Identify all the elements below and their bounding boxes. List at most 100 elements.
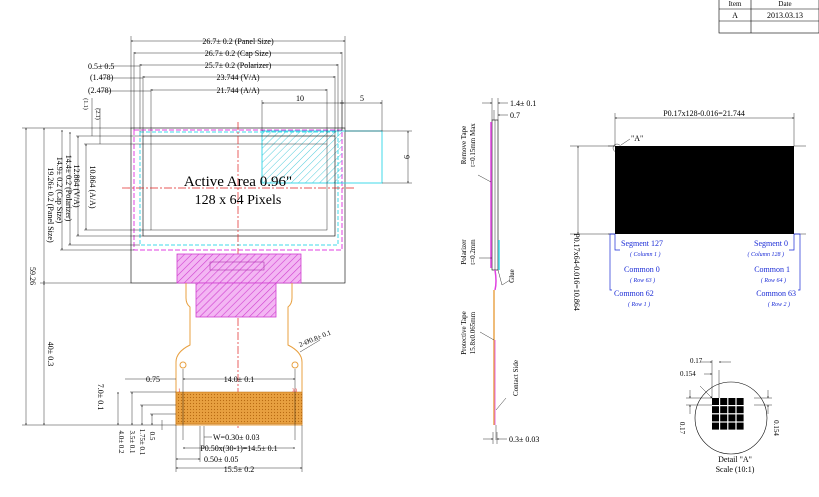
dim-va-width: 23.744 (V/A) [216, 73, 259, 82]
polarizer-label: Polarizer [460, 239, 468, 265]
contact-pads [175, 391, 303, 425]
dim-cap-width: 26.7± 0.2 (Cap Size) [205, 49, 272, 58]
side-dim-03: 0.3± 0.03 [509, 435, 539, 444]
detail-pixel [720, 398, 728, 405]
revision-row-date: 2013.03.13 [767, 11, 803, 20]
dim-2-1: (2.1) [94, 108, 101, 120]
dim-155: 15.5± 0.2 [224, 465, 254, 474]
glue-label: Glue [508, 269, 516, 283]
dim-5: 5 [360, 94, 364, 103]
detail-pixel [728, 422, 736, 430]
detail-pixel [712, 414, 719, 422]
dim-10: 10 [296, 94, 304, 103]
detail-pixel [736, 406, 744, 414]
fpc-tail [175, 283, 303, 426]
alignment-hole-left [179, 361, 187, 369]
dim-14: 14.0± 0.1 [224, 375, 254, 384]
pin-1-label: 1 [178, 389, 181, 394]
pixel-map-height-dim: P0.17x64-0.016=10.864 [572, 233, 581, 311]
detail-dim-017-top: 0.17 [690, 357, 703, 365]
detail-pixel [720, 422, 728, 430]
detail-circle [694, 381, 768, 455]
cof-area [176, 253, 302, 284]
dim-v-175: 1.75± 0.1 [138, 429, 146, 456]
detail-pixel [712, 398, 719, 405]
dim-pitch: P0.50x(30-1)=14.5± 0.1 [200, 444, 277, 453]
common-63-label: Common 63 [756, 289, 796, 298]
column-128-label: ( Column 128 ) [748, 251, 785, 258]
revision-table: Item Date A 2013.03.13 [718, 0, 819, 34]
detail-pixel [720, 406, 728, 414]
row-2-label: ( Row 2 ) [768, 301, 790, 308]
dim-1-1: (1.1) [82, 98, 89, 110]
polarizer-tab-hatch [262, 131, 342, 183]
segment-127-label: Segment 127 [621, 239, 663, 248]
dim-v-40: 4.0± 0.2 [117, 430, 125, 454]
detail-title: Detail "A" [718, 455, 752, 464]
dim-hole: 2-Ø0.8± 0.1 [298, 329, 333, 349]
detail-pixel [720, 414, 728, 422]
dim-left-offset-2: (1.478) [90, 73, 114, 82]
pixel-map-width-dim: P0.17x128-0.016=21.744 [663, 109, 745, 118]
dim-9: 9 [402, 155, 411, 159]
detail-pixel [728, 398, 736, 405]
dim-cap-height: 14.9± 0.2 (Cap Size) [55, 157, 64, 224]
dim-v-35: 3.5± 0.1 [128, 430, 136, 454]
detail-pixel [736, 422, 744, 430]
dim-aa-height: 10.864 (A/A) [88, 165, 97, 208]
fpc-stiffener [195, 282, 277, 318]
detail-a-marker: "A" [631, 134, 643, 143]
detail-dim-0154-top: 0.154 [680, 370, 696, 378]
active-area [150, 143, 328, 231]
dim-left-offset-3: (2.478) [88, 86, 112, 95]
revision-header-date: Date [778, 0, 791, 8]
segment-0-label: Segment 0 [754, 239, 788, 248]
revision-row-item: A [732, 11, 738, 20]
common-1-label: Common 1 [754, 265, 790, 274]
dim-bottom-7: 7.0± 0.1 [96, 384, 105, 410]
pixel-array [615, 146, 794, 234]
dim-polarizer-width: 25.7± 0.2 (Polarizer) [205, 61, 272, 70]
column-1-label: ( Column 1 ) [630, 251, 661, 258]
dim-pad-width: W=0.30± 0.03 [213, 433, 259, 442]
detail-pixel [728, 406, 736, 414]
pin-30-label: 30 [292, 389, 298, 394]
detail-pixel [736, 398, 744, 405]
remove-tape-thickness: t=0.15mm Max [469, 123, 477, 167]
row-1-label: ( Row 1 ) [628, 301, 650, 308]
alignment-hole-right [291, 361, 299, 369]
dim-fpc-length: 40± 0.3 [46, 342, 55, 366]
dim-050: 0.50± 0.05 [204, 455, 238, 464]
dim-v-05: 0.5 [148, 432, 156, 441]
protective-tape-size: 15.8x0.065mm [469, 311, 477, 354]
detail-pixel-grid [712, 398, 744, 430]
detail-pixel [736, 414, 744, 422]
dim-075: 0.75 [146, 375, 160, 384]
pixels-label: 128 x 64 Pixels [195, 193, 282, 208]
row-64-label: ( Row 64 ) [761, 277, 786, 284]
remove-tape-label: Remove Tape [460, 126, 468, 164]
detail-pixel [728, 414, 736, 422]
side-view: 1.4± 0.1 0.7 0.3± 0.03 Remove Tape t=0.1… [460, 98, 539, 444]
side-dim-14: 1.4± 0.1 [510, 99, 536, 108]
revision-header-item: Item [729, 0, 742, 8]
detail-dim-017-left: 0.17 [678, 422, 686, 435]
common-62-label: Common 62 [614, 289, 654, 298]
polarizer-outline [139, 131, 339, 246]
detail-dim-0154-right: 0.154 [772, 420, 780, 436]
front-view: Active Area 0.96" 128 x 64 Pixels [22, 36, 412, 474]
contact-side-label: Contact Side [512, 360, 520, 396]
common-0-label: Common 0 [624, 265, 660, 274]
dim-total-height: 59.26 [28, 267, 37, 285]
dim-panel-height: 19.26± 0.2 (Panel Size) [46, 167, 55, 243]
polarizer-thickness: t=0.2mm [469, 239, 477, 265]
dim-aa-width: 21.744 (A/A) [216, 86, 259, 95]
detail-pixel [712, 406, 719, 414]
detail-pixel [712, 422, 719, 430]
detail-scale: Scale (10:1) [716, 465, 755, 474]
row-63-label: ( Row 63 ) [630, 277, 655, 284]
dim-va-height: 12.864 (V/A) [72, 164, 81, 207]
dim-polarizer-height: 14.4± 0.2 (Polarizer) [64, 155, 73, 222]
dim-left-offset-1: 0.5± 0.5 [88, 62, 114, 71]
